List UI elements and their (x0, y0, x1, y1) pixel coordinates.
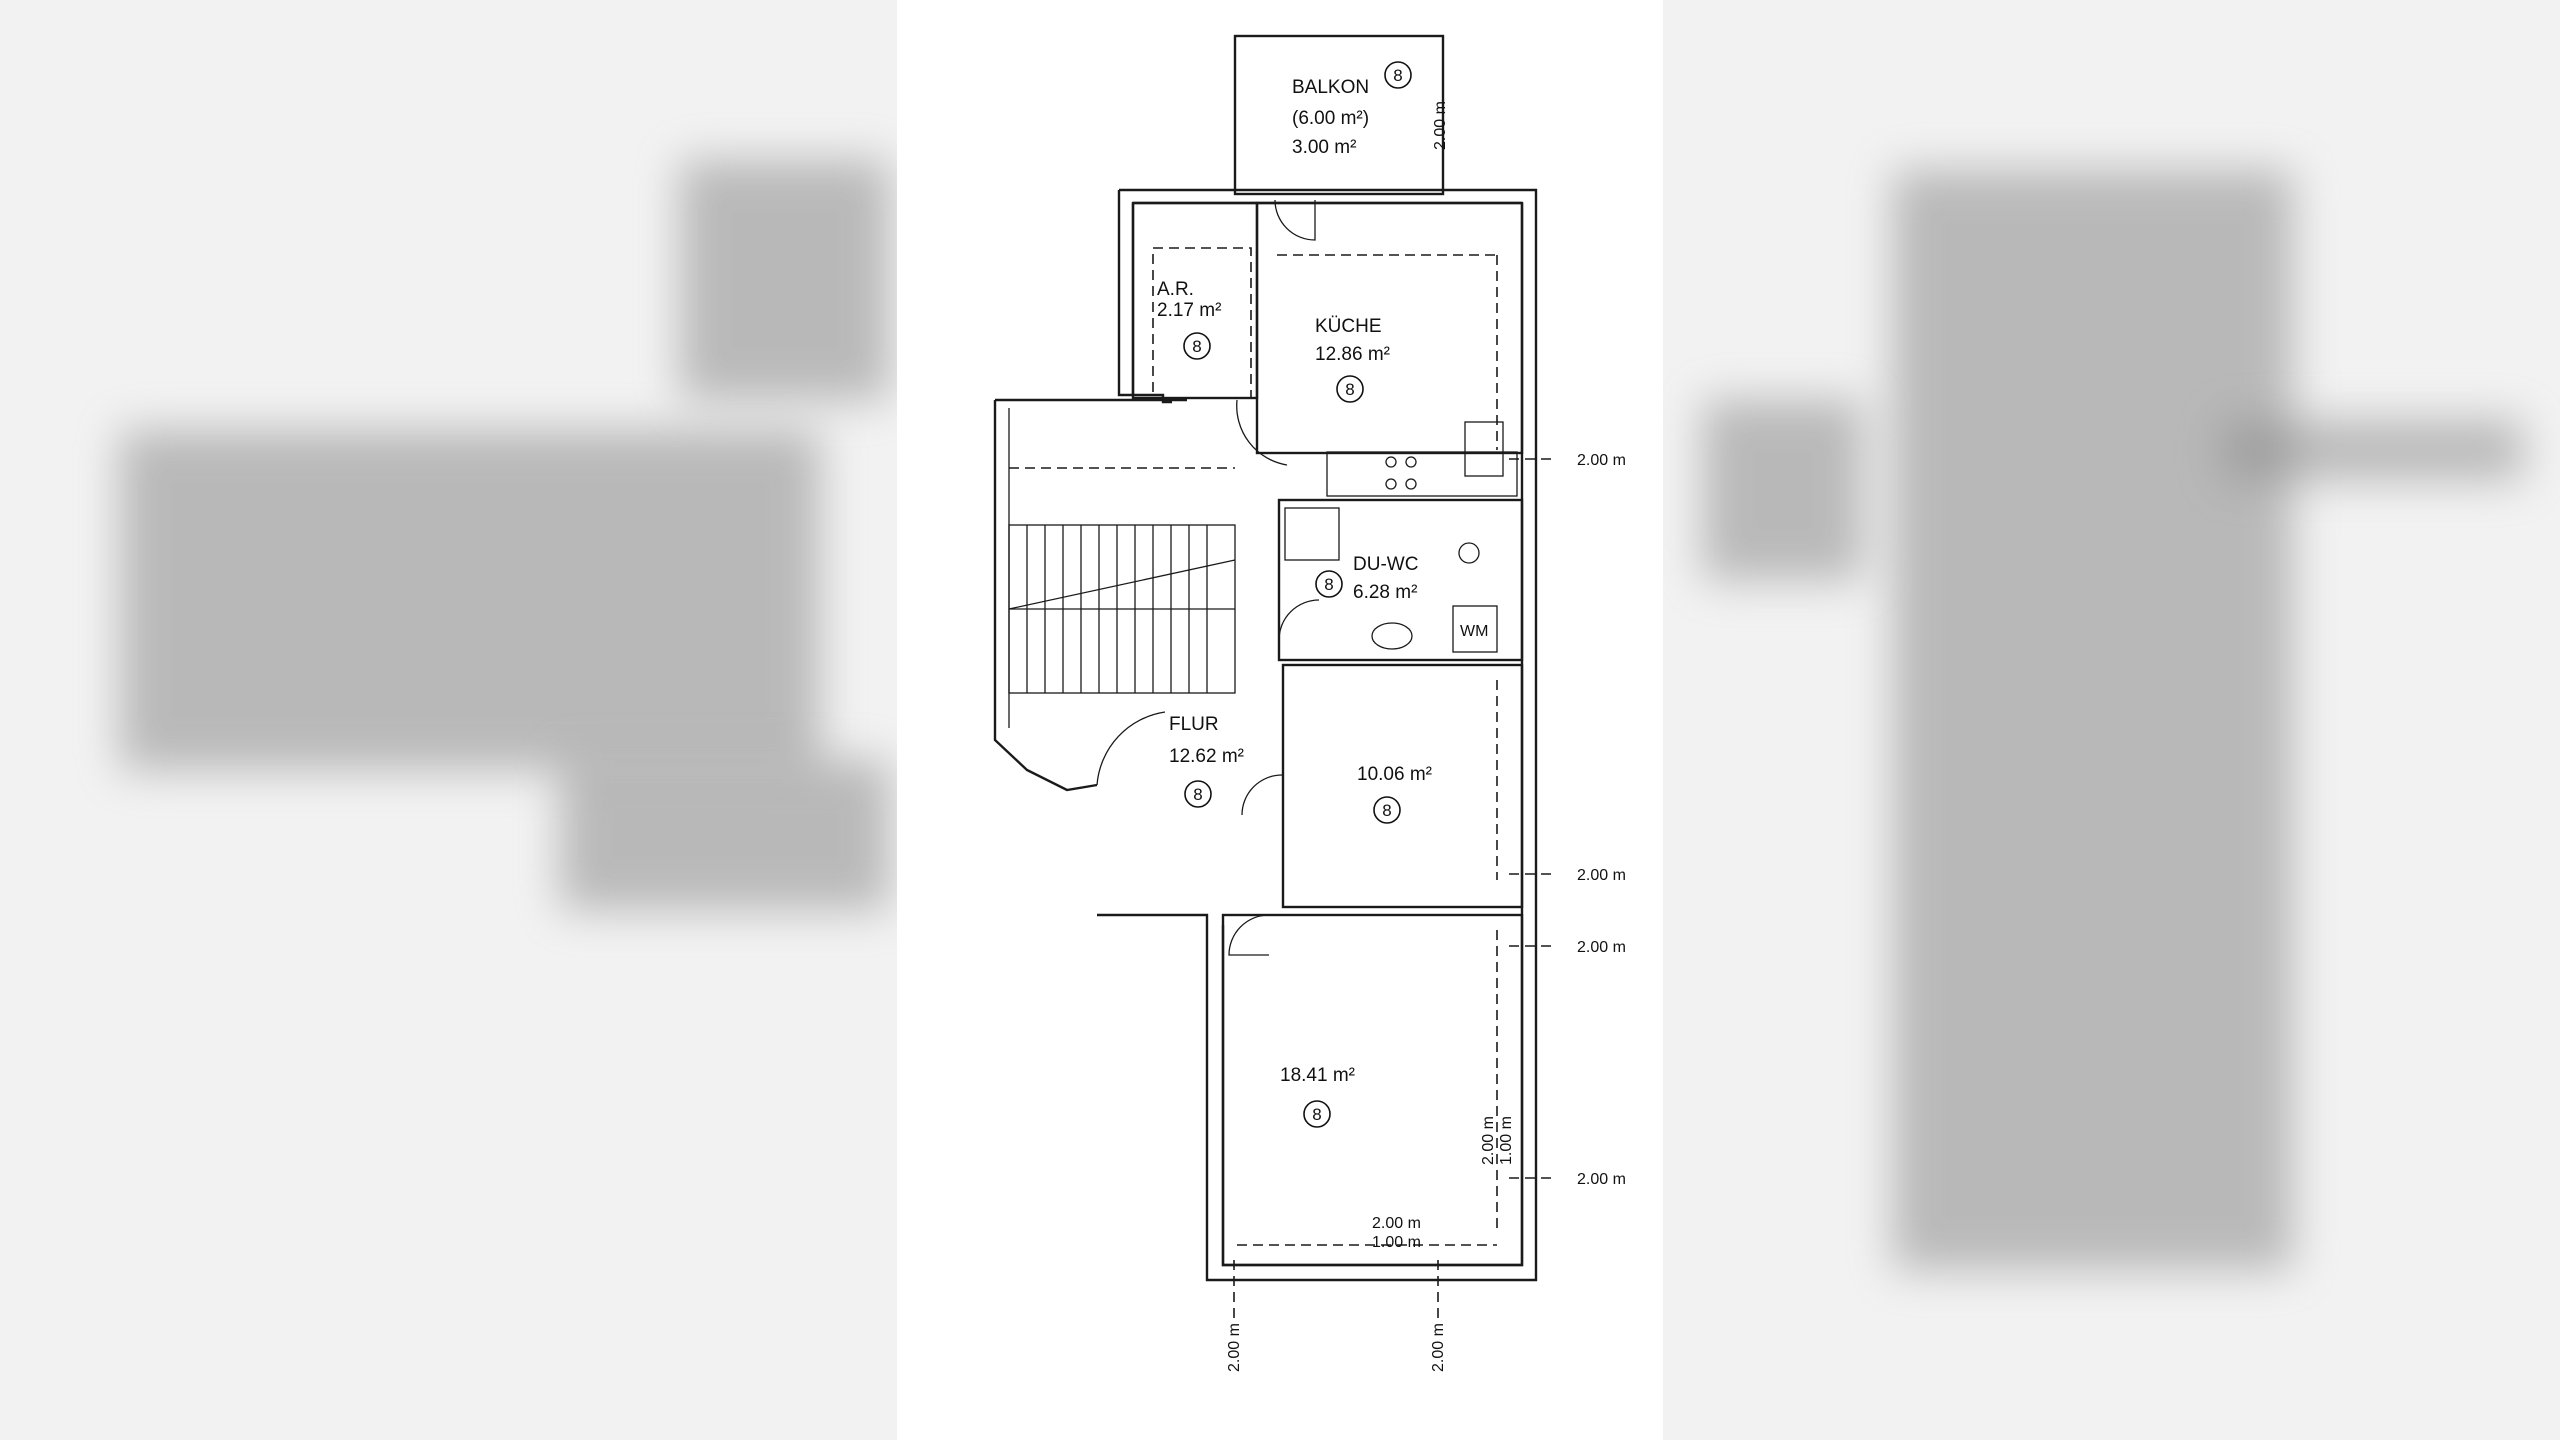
room2-dim-bottom: 2.00 m (1577, 1171, 1626, 1188)
flur-room: FLUR 12.62 m² 8 (1096, 399, 1288, 816)
room2-area: 18.41 m² (1280, 1065, 1355, 1086)
flur-label: FLUR (1169, 714, 1219, 735)
duwc-room: WM DU-WC 6.28 m² 8 (1277, 498, 1524, 662)
balkon-gross-area: (6.00 m²) (1292, 108, 1369, 129)
kitchen-dimension: 2.00 m (1577, 452, 1626, 469)
duwc-label: DU-WC (1353, 554, 1418, 575)
staircase (1008, 467, 1236, 694)
svg-text:8: 8 (1192, 337, 1201, 356)
balkon-label: BALKON (1292, 77, 1369, 98)
window-vertical-a: 2.00 m (1480, 1116, 1497, 1165)
svg-text:8: 8 (1324, 575, 1333, 594)
ar-room: A.R. 2.17 m² 8 (1131, 201, 1259, 400)
kitchen-area: 12.86 m² (1315, 344, 1390, 365)
svg-text:8: 8 (1193, 785, 1202, 804)
wm-symbol: WM (1460, 623, 1488, 640)
flur-area: 12.62 m² (1169, 746, 1244, 767)
floor-plan-drawing: BALKON 8 (6.00 m²) 3.00 m² 2.00 m A.R. 2… (993, 34, 1626, 1372)
duwc-area: 6.28 m² (1353, 582, 1417, 603)
svg-text:8: 8 (1312, 1105, 1321, 1124)
svg-text:8: 8 (1345, 380, 1354, 399)
balkon-dimension: 2.00 m (1432, 101, 1449, 150)
blurred-background-right (1663, 0, 2560, 1440)
bottom-dimensions: 2.00 m 2.00 m (1226, 1260, 1447, 1372)
room-18: 18.41 m² 8 2.00 m 2.00 m 2.00 m 1.00 m 2… (1221, 913, 1626, 1267)
room1-area: 10.06 m² (1357, 764, 1432, 785)
kitchen-room: KÜCHE 12.86 m² 8 2.00 m (1255, 199, 1626, 497)
blurred-background-left (0, 0, 897, 1440)
room1-dimension: 2.00 m (1577, 867, 1626, 884)
bottom-left-dimension: 2.00 m (1226, 1323, 1243, 1372)
bottom-right-dimension: 2.00 m (1430, 1323, 1447, 1372)
svg-text:8: 8 (1393, 66, 1402, 85)
room-10: 10.06 m² 8 2.00 m (1281, 663, 1626, 909)
balkon-area-label: 3.00 m² (1292, 137, 1356, 158)
building-outline (993, 188, 1538, 1282)
room2-dim-top: 2.00 m (1577, 939, 1626, 956)
svg-text:8: 8 (1382, 801, 1391, 820)
balkon-area: BALKON 8 (6.00 m²) 3.00 m² 2.00 m (1233, 34, 1449, 196)
window-vertical-b: 1.00 m (1498, 1116, 1515, 1165)
kitchen-label: KÜCHE (1315, 316, 1382, 337)
ar-area: 2.17 m² (1157, 300, 1221, 321)
window-bottom-b: 1.00 m (1372, 1234, 1421, 1251)
window-bottom-a: 2.00 m (1372, 1215, 1421, 1232)
ar-label: A.R. (1157, 279, 1194, 300)
floor-plan-panel: BALKON 8 (6.00 m²) 3.00 m² 2.00 m A.R. 2… (897, 0, 1663, 1440)
